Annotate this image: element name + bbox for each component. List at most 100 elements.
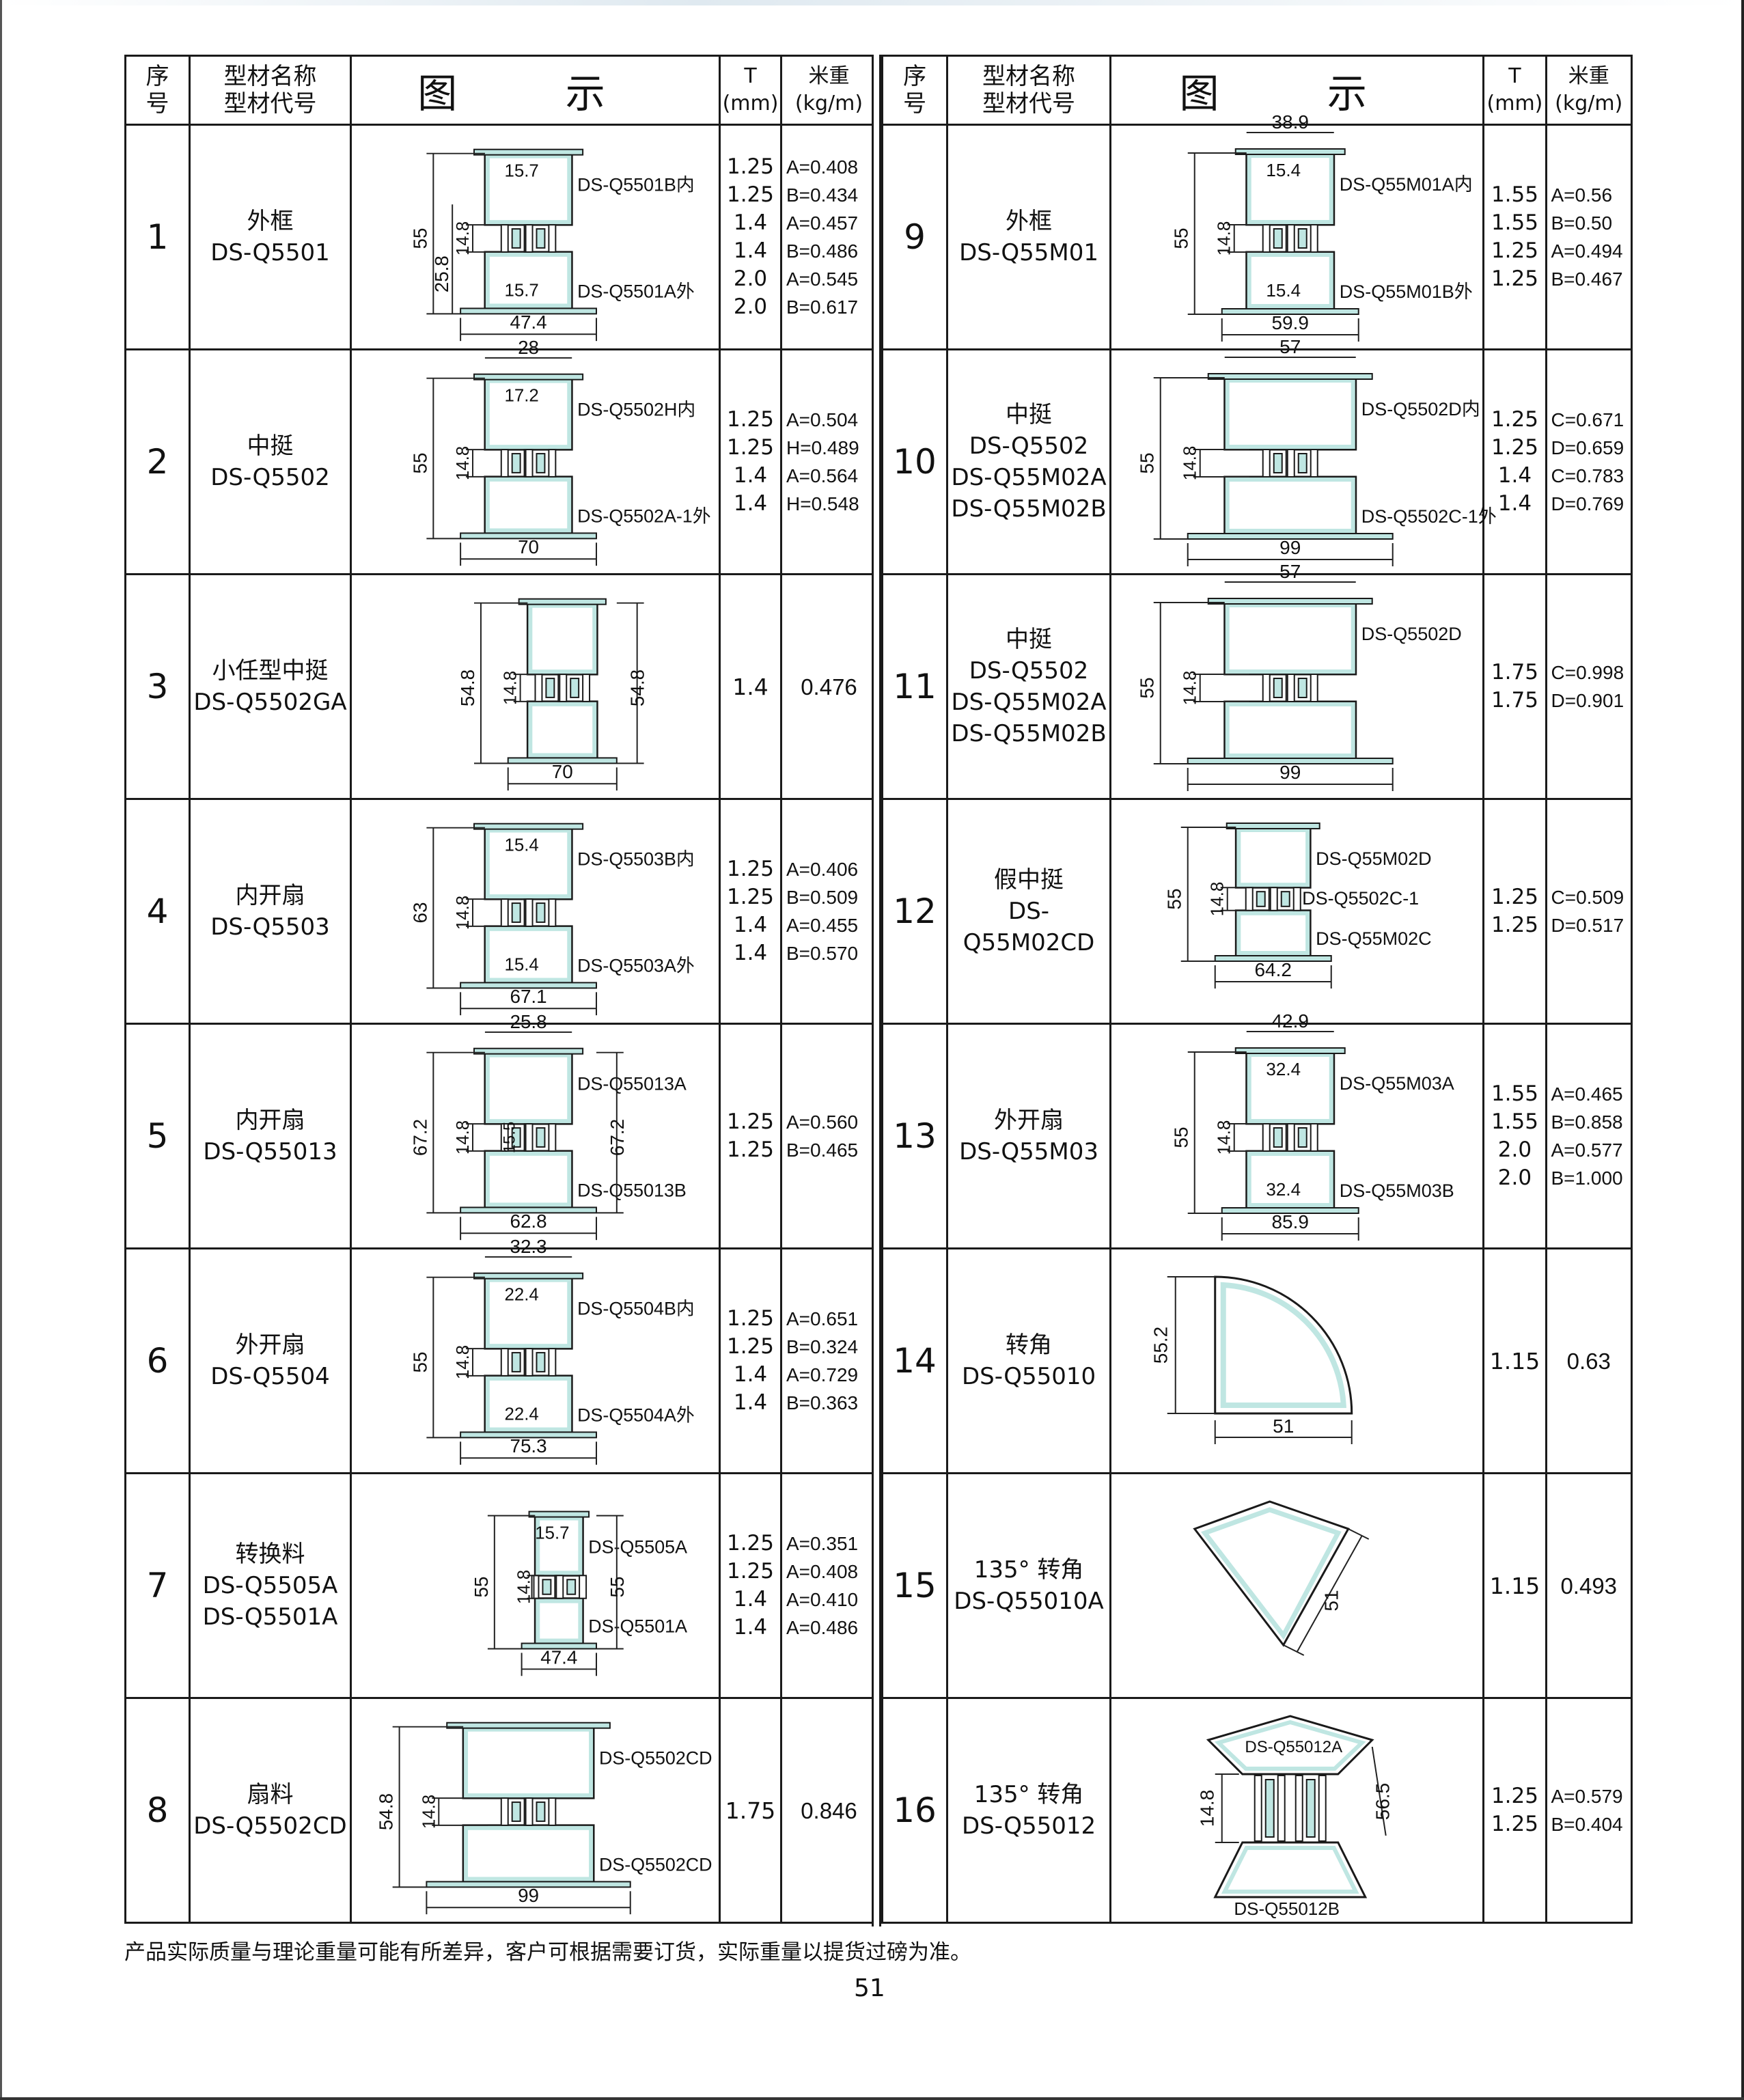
- profile-code-label: DS-Q5502CD: [599, 1747, 712, 1768]
- profile-fin: [1234, 148, 1346, 155]
- row-seq: 5: [124, 1023, 191, 1249]
- row-seq: 15: [881, 1472, 949, 1699]
- profile-name-line: DS-Q55M02CD: [963, 898, 1095, 956]
- weight-value: D=0.901: [1551, 690, 1624, 711]
- weight-value: A=0.408: [786, 156, 859, 178]
- profile-name-line: DS-Q55M03: [959, 1138, 1098, 1165]
- weight-value: A=0.651: [786, 1308, 859, 1329]
- thermal-break-strip: [1269, 887, 1278, 911]
- thermal-break-strip: [1286, 224, 1295, 253]
- profile-fin: [473, 373, 584, 381]
- weight-value: B=0.467: [1551, 268, 1623, 290]
- profile-fin: [507, 757, 618, 764]
- thermal-break-strip: [1262, 449, 1271, 478]
- thickness-value: 1.25: [726, 1137, 775, 1162]
- thermal-break-strip: [555, 1575, 564, 1599]
- dimension-line: [1348, 1528, 1370, 1540]
- thermal-break-strip: [1277, 1775, 1286, 1842]
- profile-name-line: 外开扇: [235, 1331, 305, 1359]
- dimension-label: 64.2: [1254, 959, 1292, 980]
- thermal-break-strip: [1280, 891, 1290, 907]
- dimension-label: 15.7: [535, 1523, 569, 1543]
- profile-code-label: DS-Q5502C-1: [1302, 888, 1419, 909]
- dimension-label: 55: [1171, 1127, 1192, 1148]
- thermal-break-strip: [1245, 887, 1254, 911]
- weight-value: 0.476: [801, 674, 857, 700]
- header-seq: 序号: [124, 55, 191, 126]
- profile-chamber: [1234, 909, 1312, 957]
- profile-chamber: [484, 475, 573, 534]
- row-weight: 0.846: [780, 1697, 878, 1924]
- thermal-break-strip: [548, 1797, 557, 1826]
- row-seq: 16: [881, 1697, 949, 1924]
- thermal-break-strip: [1262, 1123, 1271, 1152]
- thermal-break-strip: [1297, 228, 1307, 249]
- thermal-break-strip: [1273, 228, 1283, 249]
- profile-wall: [1247, 1053, 1333, 1123]
- profile-chamber: [1223, 700, 1357, 760]
- profile-wall: [1200, 1507, 1342, 1640]
- weight-value: 0.493: [1560, 1573, 1618, 1599]
- thickness-value: 2.0: [1497, 1165, 1532, 1190]
- dimension-label: 14.8: [1214, 1120, 1234, 1155]
- thickness-value: 1.55: [1491, 1109, 1538, 1134]
- profile-fin: [521, 1642, 597, 1650]
- profile-fin: [446, 1722, 611, 1729]
- thermal-break-strip: [1286, 1123, 1295, 1152]
- thermal-break-strip: [1297, 678, 1307, 698]
- thermal-break-strip: [1254, 1775, 1262, 1842]
- profile-code-label: DS-Q5503A外: [577, 956, 695, 976]
- dimension-line: [1296, 1535, 1363, 1653]
- profile-fin: [473, 1272, 584, 1280]
- profile-wall: [485, 378, 572, 450]
- profile-name-line: DS-Q5502: [210, 464, 330, 491]
- dimension-label: 70: [552, 761, 573, 782]
- weight-value: B=0.324: [786, 1336, 859, 1357]
- profile-fin: [460, 1431, 597, 1439]
- dimension-label: 22.4: [504, 1405, 538, 1424]
- profile-name-line: 中挺: [1006, 626, 1053, 653]
- dimension-label: 56.5: [1372, 1783, 1394, 1821]
- dimension-label: 59.9: [1271, 312, 1309, 333]
- profile-wall: [536, 1599, 583, 1643]
- header-diagram: 图 示: [1109, 55, 1485, 126]
- weight-value: A=0.504: [786, 409, 859, 430]
- profile-fin: [1214, 955, 1332, 962]
- weight-value: B=0.509: [786, 887, 859, 908]
- weight-value: B=0.434: [786, 184, 859, 206]
- thermal-break-strip: [579, 1575, 587, 1599]
- thermal-break-strip: [548, 449, 557, 478]
- profile-code-label: DS-Q5502D内: [1361, 399, 1480, 419]
- weight-value: A=0.406: [786, 859, 859, 880]
- dimension-label: 25.8: [510, 1011, 546, 1032]
- thickness-value: 1.4: [733, 463, 768, 488]
- dimension-label: 54.8: [627, 669, 648, 706]
- profile-name-line: DS-Q5502CD: [193, 1812, 347, 1840]
- thermal-break-strip: [525, 1348, 534, 1377]
- profile-outline: [1206, 1715, 1374, 1776]
- profile-outline: [1213, 1841, 1368, 1898]
- thickness-value: 1.25: [726, 1559, 775, 1584]
